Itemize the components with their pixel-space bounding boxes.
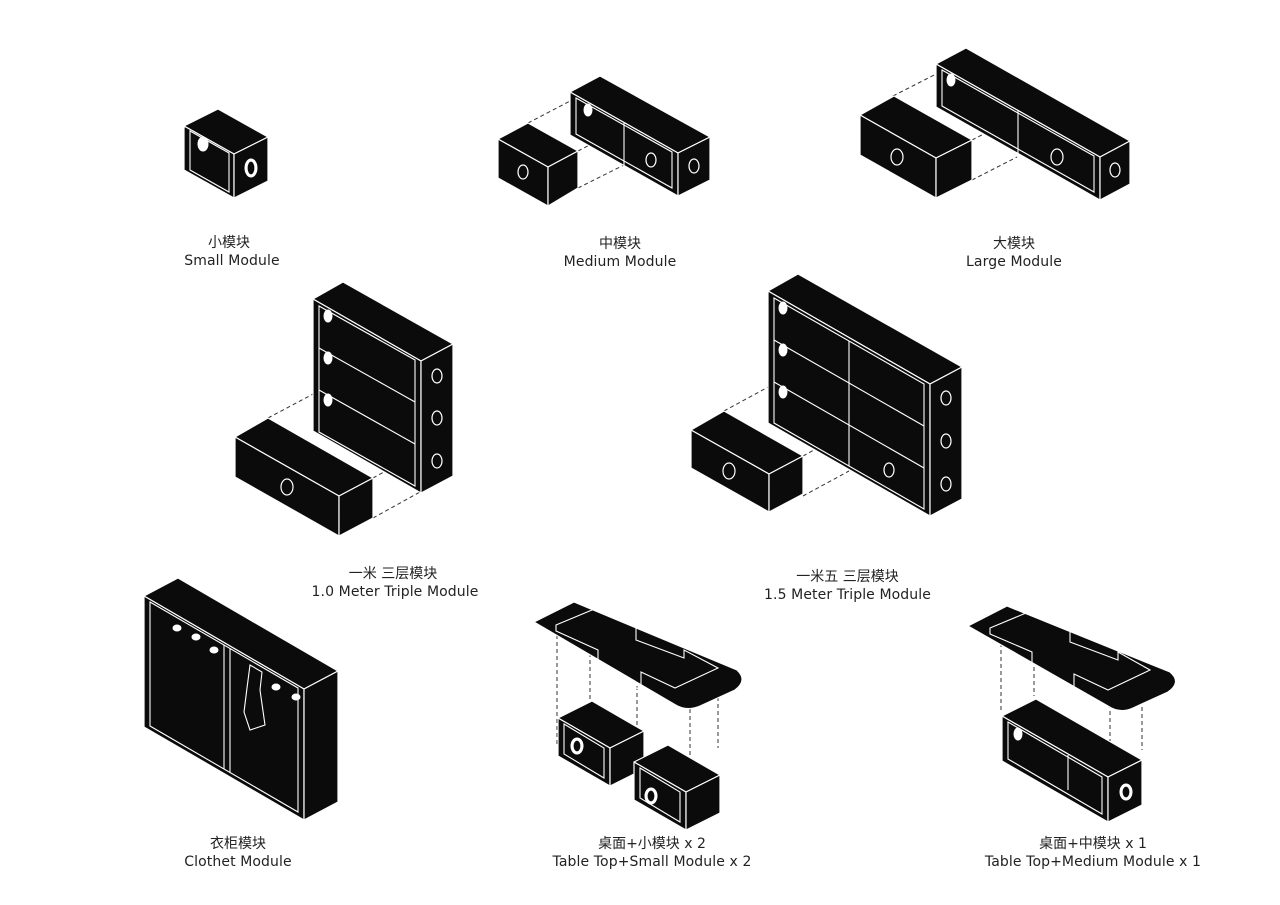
caption-tabletop-small-modules: 桌面+小模块 x 2 Table Top+Small Module x 2 <box>537 835 767 871</box>
caption-cn: 小模块 <box>208 235 250 251</box>
medium-module-drawing <box>497 75 711 207</box>
large-module-drawing <box>859 47 1131 201</box>
caption-cn: 一米五 三层模块 <box>796 569 899 585</box>
caption-en: Table Top+Medium Module x 1 <box>984 854 1202 870</box>
small-module-drawing <box>183 108 269 199</box>
tabletop-medium-module-drawing <box>967 605 1177 823</box>
caption-en: Table Top+Small Module x 2 <box>552 854 752 870</box>
caption-cn: 衣柜模块 <box>210 836 266 852</box>
caption-tabletop-medium-module: 桌面+中模块 x 1 Table Top+Medium Module x 1 <box>968 835 1218 871</box>
caption-clothet-module: 衣柜模块 Clothet Module <box>148 835 328 871</box>
one-point-five-meter-triple-module-drawing <box>690 273 963 517</box>
caption-en: Clothet Module <box>184 854 292 870</box>
caption-cn: 一米 三层模块 <box>348 566 438 582</box>
tabletop-small-modules-drawing <box>533 601 743 831</box>
caption-en: Small Module <box>184 253 280 269</box>
caption-en: Medium Module <box>563 254 677 270</box>
caption-one-point-five-meter-triple-module: 一米五 三层模块 1.5 Meter Triple Module <box>745 568 950 604</box>
caption-cn: 大模块 <box>993 236 1035 252</box>
caption-en: Large Module <box>966 254 1062 270</box>
caption-cn: 桌面+中模块 x 1 <box>1039 836 1147 852</box>
caption-small-module: 小模块 Small Module <box>142 234 322 270</box>
clothet-module-drawing <box>143 577 339 821</box>
caption-one-meter-triple-module: 一米 三层模块 1.0 Meter Triple Module <box>295 565 495 601</box>
caption-medium-module: 中模块 Medium Module <box>520 235 720 271</box>
caption-cn: 中模块 <box>599 236 641 252</box>
caption-en: 1.0 Meter Triple Module <box>311 584 479 600</box>
caption-cn: 桌面+小模块 x 2 <box>598 836 706 852</box>
caption-en: 1.5 Meter Triple Module <box>764 587 931 603</box>
caption-large-module: 大模块 Large Module <box>914 235 1114 271</box>
one-meter-triple-module-drawing <box>234 281 454 537</box>
